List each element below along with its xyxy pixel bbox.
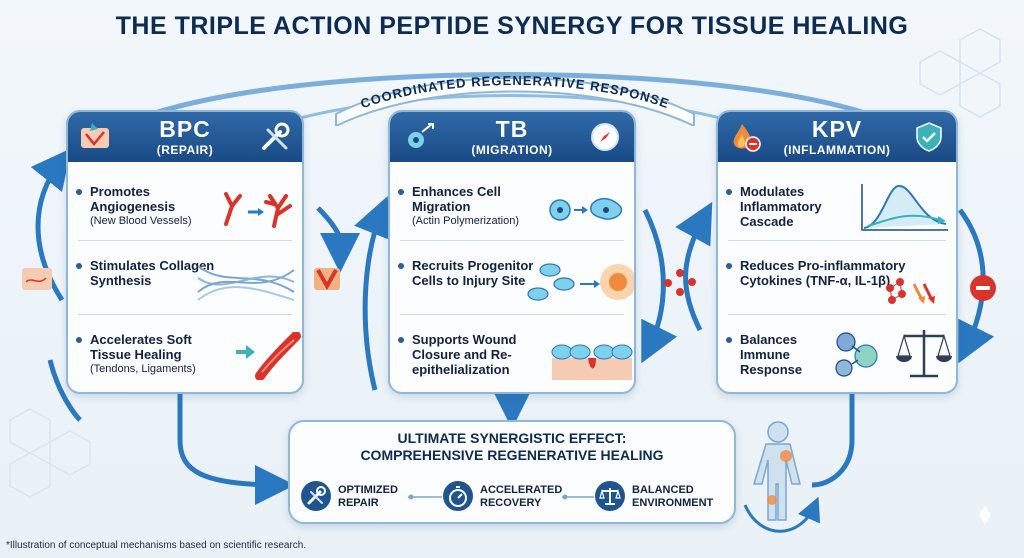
inflammation-curve-icon (861, 184, 948, 231)
bpc-card-header: BPC (REPAIR) (68, 112, 302, 162)
tb-item-1: Enhances Cell Migration (Actin Polymeriz… (390, 184, 634, 234)
wrench-icon (301, 481, 331, 511)
synergy-title-line2: COMPREHENSIVE REGENERATIVE HEALING (360, 447, 664, 463)
kpv-subtitle: (INFLAMMATION) (783, 143, 891, 157)
bpc-item-1-detail: (New Blood Vessels) (90, 215, 192, 227)
divider (728, 240, 946, 241)
divider (728, 314, 946, 315)
bullet (76, 263, 82, 269)
connector-dots (408, 494, 442, 500)
minus-circle-icon (970, 275, 996, 301)
blood-vessel-icon (224, 192, 292, 228)
kpv-item-3: Balances Immune Response (718, 330, 956, 388)
bullet (398, 189, 404, 195)
bullet (726, 189, 732, 195)
tb-card: TB (MIGRATION) Enhances Cell Migration (… (388, 110, 636, 394)
bpc-item-2: Stimulates Collagen Synthesis (68, 258, 302, 308)
outcome-recovery-line2: RECOVERY (480, 497, 542, 509)
bullet (726, 337, 732, 343)
bullet (398, 263, 404, 269)
stopwatch-icon (443, 481, 473, 511)
kpv-item-3-text: Balances Immune Response (740, 332, 803, 377)
tb-item-1-text: Enhances Cell Migration (412, 184, 501, 214)
tb-item-3-text: Supports Wound Closure and Re-epithelial… (412, 332, 517, 377)
bullet (76, 337, 82, 343)
kpv-item-2: Reduces Pro-inflammatory Cytokines (TNF-… (718, 258, 956, 314)
synergy-summary-box: ULTIMATE SYNERGISTIC EFFECT: COMPREHENSI… (288, 420, 736, 524)
outcome-recovery-line1: ACCELERATED (480, 484, 563, 496)
right-down-arrow (811, 392, 855, 488)
progenitor-cells-icon (527, 263, 634, 301)
footnote: *Illustration of conceptual mechanisms b… (6, 540, 307, 551)
tb-item-1-detail: (Actin Polymerization) (412, 215, 519, 227)
collagen-fiber-icon (197, 265, 295, 301)
shield-check-icon (916, 122, 942, 152)
cytokine-reduction-icon (886, 278, 935, 304)
flame-minus-icon (733, 124, 761, 152)
tendon-icon (236, 332, 301, 380)
bpc-item-2-text: Stimulates Collagen Synthesis (90, 258, 215, 288)
cytokine-molecule-icon (664, 269, 696, 296)
kpv-name: KPV (811, 116, 863, 142)
immune-balance-icon (835, 330, 952, 378)
hex-decoration-right (919, 28, 1001, 118)
wrench-screwdriver-icon (262, 122, 290, 150)
bullet (398, 337, 404, 343)
human-body-icon (752, 421, 801, 521)
tb-name: TB (495, 116, 529, 142)
arched-banner: COORDINATED REGENERATIVE RESPONSE (335, 73, 695, 126)
tb-item-2: Recruits Progenitor Cells to Injury Site (390, 258, 634, 308)
scales-icon (595, 481, 625, 511)
left-down-arrow (177, 392, 295, 505)
bpc-item-1: Promotes Angiogenesis (New Blood Vessels… (68, 184, 302, 234)
kpv-item-1: Modulates Inflammatory Cascade (718, 184, 956, 234)
page-title: THE TRIPLE ACTION PEPTIDE SYNERGY FOR TI… (115, 12, 909, 40)
tb-item-3: Supports Wound Closure and Re-epithelial… (390, 332, 634, 388)
compass-icon (591, 123, 619, 151)
top-arch-arrow (139, 72, 881, 121)
wound-closure-icon (551, 344, 633, 380)
bullet (76, 189, 82, 195)
skin-tissue-icon (22, 268, 52, 290)
tb-subtitle: (MIGRATION) (471, 143, 553, 157)
connector-dots (562, 494, 594, 500)
kpv-card: KPV (INFLAMMATION) Modulates Inflammator… (716, 110, 958, 394)
divider (78, 240, 292, 241)
hex-decoration-left (9, 408, 91, 498)
cell-migration-icon (549, 197, 623, 221)
tb-item-2-text: Recruits Progenitor Cells to Injury Site (412, 258, 534, 288)
divider (78, 314, 292, 315)
divider (400, 314, 624, 315)
bpc-tb-connector (316, 206, 361, 273)
outcome-repair-line1: OPTIMIZED (338, 484, 398, 496)
bpc-item-3-text: Accelerates Soft Tissue Healing (90, 332, 192, 362)
skin-injury-icon (81, 123, 109, 148)
synergy-title-line1: ULTIMATE SYNERGISTIC EFFECT: (397, 430, 627, 446)
bpc-subtitle: (REPAIR) (156, 143, 214, 157)
skin-wound-icon (314, 268, 340, 291)
kpv-card-header: KPV (INFLAMMATION) (718, 112, 956, 162)
kpv-item-2-text: Reduces Pro-inflammatory Cytokines (TNF-… (740, 258, 906, 288)
tb-card-header: TB (MIGRATION) (390, 112, 634, 162)
divider (400, 240, 624, 241)
bpc-item-3-detail: (Tendons, Ligaments) (90, 363, 196, 375)
tb-right-loop (641, 208, 678, 364)
circular-arrow-icon (743, 496, 821, 533)
bpc-card: BPC (REPAIR) Promotes Angiogenesis (New … (66, 110, 304, 394)
bullet (726, 263, 732, 269)
bpc-item-1-text: Promotes Angiogenesis (90, 184, 176, 214)
migrating-cell-icon (408, 123, 434, 148)
outcome-balance-line2: ENVIRONMENT (632, 497, 714, 509)
outcome-balance-line1: BALANCED (632, 484, 694, 496)
kpv-item-1-text: Modulates Inflammatory Cascade (740, 184, 822, 229)
bpc-name: BPC (159, 116, 211, 142)
outcome-repair-line2: REPAIR (338, 497, 379, 509)
left-loop-arrow (30, 148, 72, 302)
bpc-item-3: Accelerates Soft Tissue Healing (Tendons… (68, 332, 302, 382)
